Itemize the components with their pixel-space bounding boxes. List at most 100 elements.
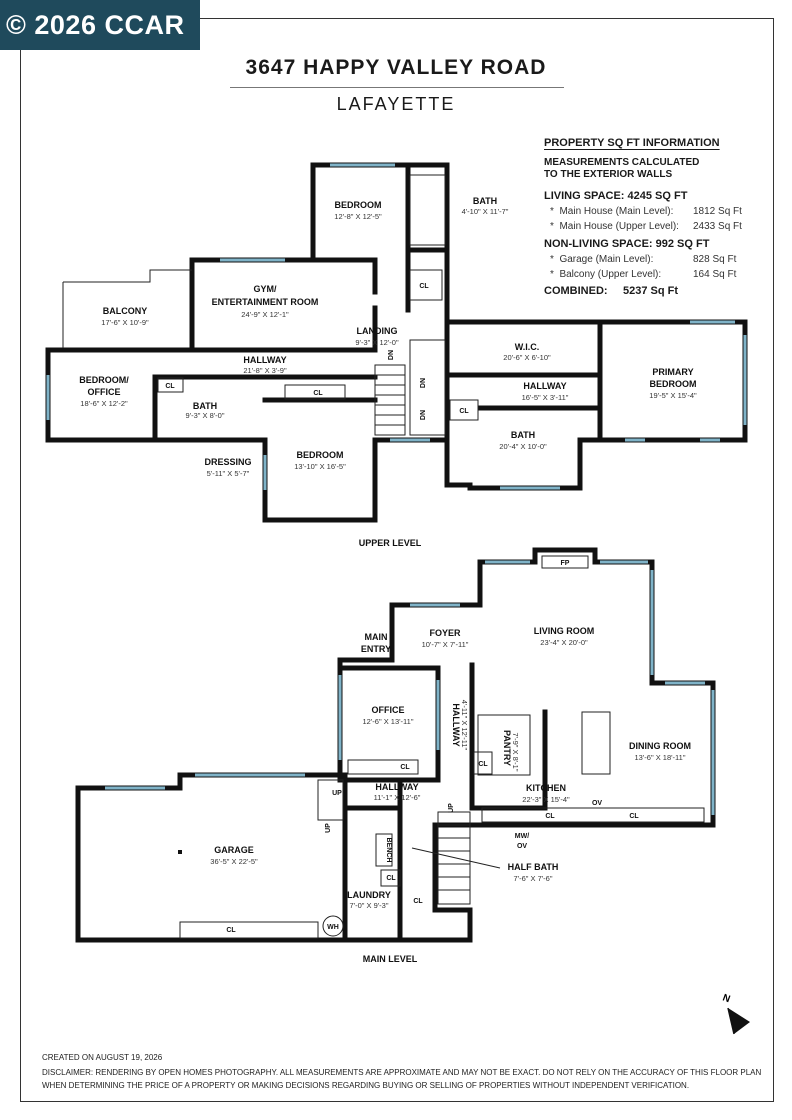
title-divider (230, 87, 564, 88)
room-bedroom-upper-1: BEDROOM (335, 200, 382, 210)
room-hallway-main: HALLWAY (375, 782, 418, 792)
office-closet (347, 759, 419, 775)
copyright-badge: © 2026 CCAR (0, 0, 200, 50)
living-item: * Main House (Upper Level): 2433 Sq Ft (550, 221, 774, 232)
bench-mark: BENCH (385, 838, 392, 863)
room-bath-upper-2-dims: 9'-3" X 8'-0" (185, 411, 224, 420)
room-bath-upper-3: BATH (511, 430, 535, 440)
room-dining: DINING ROOM (629, 741, 691, 751)
room-garage: GARAGE (214, 845, 254, 855)
upper-stairs (374, 339, 446, 436)
room-hallway-upper-1: HALLWAY (243, 355, 286, 365)
fireplace (541, 555, 589, 569)
combined-total: COMBINED: 5237 Sq Ft (544, 285, 774, 297)
room-office-main: OFFICE (372, 705, 405, 715)
water-heater-mark: WH (327, 924, 339, 931)
living-space-title: LIVING SPACE: 4245 SQ FT (544, 190, 688, 202)
room-office-upper-line1: BEDROOM/ (79, 375, 129, 385)
room-dining-dims: 13'-6" X 18'-11" (635, 753, 686, 762)
room-gym-line1: GYM/ (253, 284, 277, 294)
room-bedroom-upper-2-dims: 13'-10" X 16'-5" (294, 462, 346, 471)
room-half-bath-dims: 7'-6" X 7'-6" (513, 874, 552, 883)
stair-down-mark: DN (420, 378, 427, 388)
room-pantry-dims: 7'-9" X 8'-1" (511, 732, 520, 771)
room-landing-dims: 9'-3" X 12'-0" (355, 338, 399, 347)
property-city: LAFAYETTE (336, 94, 456, 114)
closet-mark: CL (400, 764, 410, 771)
room-dressing: DRESSING (204, 457, 251, 467)
room-bath-upper-3-dims: 20'-4" X 10'-0" (499, 442, 547, 451)
room-gym-line2: ENTERTAINMENT ROOM (212, 297, 319, 307)
room-office-upper-line2: OFFICE (88, 387, 121, 397)
room-gym-dims: 24'-9" X 12'-1" (241, 310, 289, 319)
stair-up-mark: UP (332, 790, 342, 797)
nonliving-item: * Balcony (Upper Level): 164 Sq Ft (550, 269, 774, 280)
living-item-label: * Main House (Upper Level): (550, 221, 679, 232)
room-wic-dims: 20'-6" X 6'-10" (503, 353, 551, 362)
nonliving-item: * Garage (Main Level): 828 Sq Ft (550, 254, 774, 265)
oven-mark: OV (592, 800, 602, 807)
fireplace-mark: FP (561, 560, 570, 567)
upper-level-label: UPPER LEVEL (359, 538, 422, 548)
balcony-outline (62, 269, 192, 348)
main-level-label: MAIN LEVEL (363, 954, 418, 964)
kitchen-island (581, 711, 611, 775)
garage-steps (317, 779, 344, 821)
room-laundry-dims: 7'-0" X 9'-3" (349, 901, 388, 910)
pantry-closet (473, 751, 493, 775)
room-garage-dims: 36'-5" X 22'-5" (210, 857, 258, 866)
room-primary-line2: BEDROOM (650, 379, 697, 389)
north-mark: N (721, 992, 732, 1005)
room-bedroom-upper-1-dims: 12'-8" X 12'-5" (334, 212, 382, 221)
closet-mark: CL (313, 390, 323, 397)
room-dressing-dims: 5'-11" X 5'-7" (207, 469, 250, 478)
room-office-main-dims: 12'-6" X 13'-11" (363, 717, 414, 726)
nonliving-space-title: NON-LIVING SPACE: 992 SQ FT (544, 238, 710, 250)
room-wic: W.I.C. (515, 342, 540, 352)
closet-mark: CL (459, 408, 469, 415)
combined-label: COMBINED: (544, 285, 608, 297)
room-bedroom-upper-2: BEDROOM (297, 450, 344, 460)
room-pantry: PANTRY (502, 730, 512, 766)
room-landing: LANDING (357, 326, 398, 336)
room-office-upper-dims: 18'-6" X 12'-2" (80, 399, 128, 408)
living-item-value: 2433 Sq Ft (693, 221, 742, 232)
room-hallway-main-dims: 11'-1" X 12'-6" (374, 793, 421, 802)
room-half-bath: HALF BATH (508, 862, 559, 872)
water-heater (322, 915, 344, 937)
room-primary-line1: PRIMARY (652, 367, 693, 377)
room-hallway-upper-2-dims: 16'-5" X 3'-11" (522, 393, 569, 402)
garage-post (178, 850, 182, 854)
stair-down-mark: DN (420, 410, 427, 420)
closet-mark: CL (413, 898, 423, 905)
disclaimer-line: WHEN DETERMINING THE PRICE OF A PROPERTY… (42, 1081, 690, 1090)
combined-value: 5237 Sq Ft (623, 285, 679, 297)
closet-mark: CL (478, 761, 488, 768)
nonliving-item-value: 164 Sq Ft (693, 269, 737, 280)
stair-up-mark: UP (325, 823, 332, 833)
room-bath-upper-1-dims: 4'-10" X 11'-7" (462, 207, 509, 216)
stair-up-mark: UP (448, 803, 455, 813)
room-hallway-vertical: HALLWAY (451, 703, 461, 746)
closet-mark: CL (165, 383, 175, 390)
living-item-value: 1812 Sq Ft (693, 206, 742, 217)
room-laundry: LAUNDRY (347, 890, 391, 900)
closet-mark: CL (629, 813, 639, 820)
room-bath-upper-1: BATH (473, 196, 497, 206)
disclaimer-line: DISCLAIMER: RENDERING BY OPEN HOMES PHOT… (42, 1068, 762, 1077)
main-level-windows (105, 560, 715, 815)
closet-mark: CL (386, 875, 396, 882)
north-arrow-icon (727, 1007, 750, 1035)
pantry-shelves (477, 714, 531, 776)
created-date: CREATED ON AUGUST 19, 2026 (42, 1053, 163, 1062)
room-hallway-upper-1-dims: 21'-8" X 3'-9" (243, 366, 287, 375)
microwave-oven-line2: OV (517, 843, 527, 850)
sqft-note-line: MEASUREMENTS CALCULATED (544, 157, 700, 168)
closet-mark: CL (419, 283, 429, 290)
nonliving-item-label: * Garage (Main Level): (550, 254, 654, 265)
sqft-note: MEASUREMENTS CALCULATED TO THE EXTERIOR … (544, 157, 774, 181)
room-main-entry-line2: ENTRY (361, 644, 391, 654)
bench (375, 833, 393, 867)
half-bath-leader (411, 847, 501, 869)
